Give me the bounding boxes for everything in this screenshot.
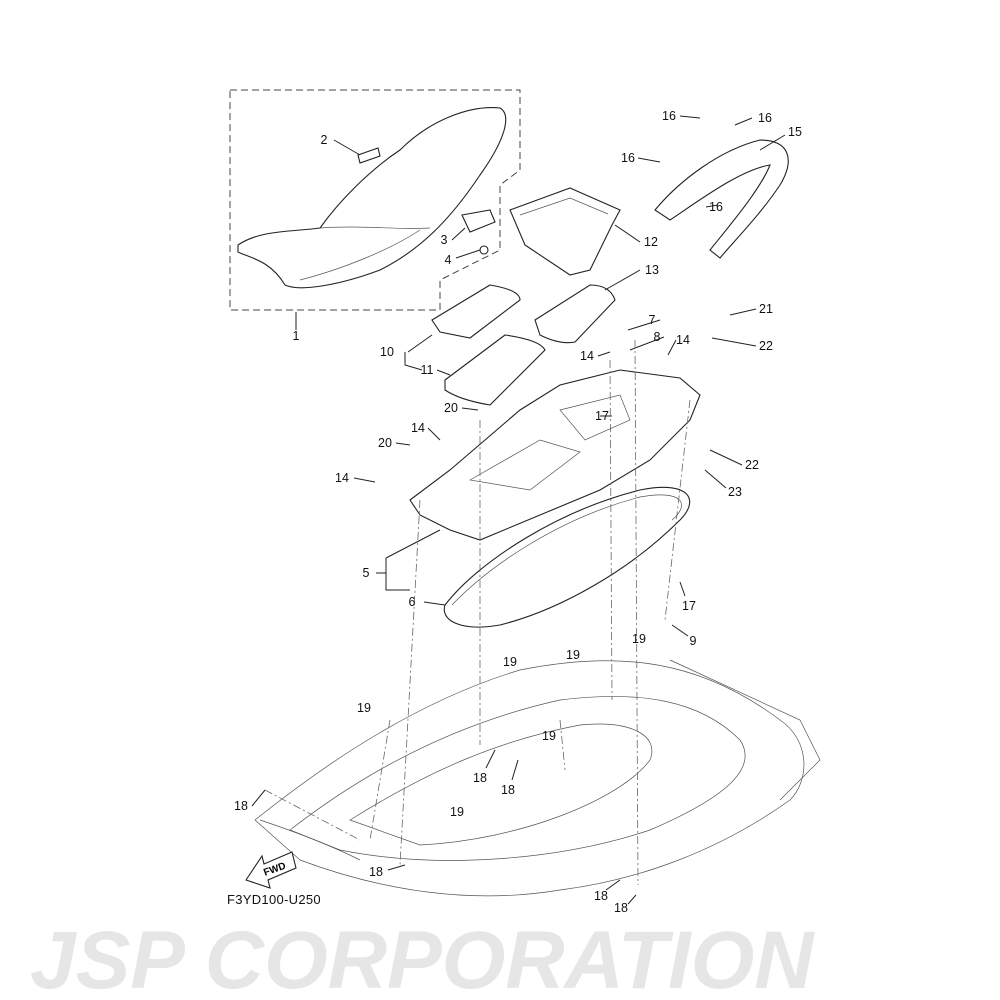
callout-20: 20 [378,436,392,450]
callout-18: 18 [501,783,515,797]
seat-assembly-box [229,89,521,311]
callout-21: 21 [759,302,773,316]
callout-22: 22 [745,458,759,472]
callout-20: 20 [444,401,458,415]
callout-14: 14 [411,421,425,435]
callout-14: 14 [580,349,594,363]
callout-13: 13 [645,263,659,277]
storage-gasket [534,284,616,344]
hull-outline [254,659,821,897]
storage-box [509,187,621,276]
figure-code: F3YD100-U250 [227,892,321,907]
watermark: JSP CORPORATION [30,915,815,1000]
callout-19: 19 [450,805,464,819]
callout-14: 14 [676,333,690,347]
callout-22: 22 [759,339,773,353]
callout-3: 3 [441,233,448,247]
callout-19: 19 [503,655,517,669]
callout-4: 4 [445,253,452,267]
callout-19: 19 [357,701,371,715]
callout-5: 5 [363,566,370,580]
callout-15: 15 [788,125,802,139]
seat [237,107,507,289]
deck-gasket [443,486,691,628]
callout-16: 16 [621,151,635,165]
leader-lines [251,115,786,905]
callout-18: 18 [234,799,248,813]
seat-bracket [461,209,496,233]
callout-7: 7 [649,313,656,327]
tray-gasket [444,334,546,406]
fwd-arrow: FWD [245,851,297,889]
callout-11: 11 [421,363,434,377]
callout-18: 18 [594,889,608,903]
callout-9: 9 [690,634,697,648]
callout-19: 19 [566,648,580,662]
callout-17: 17 [682,599,696,613]
callout-17: 17 [595,409,609,423]
callout-8: 8 [654,330,661,344]
callout-1: 1 [293,329,300,343]
deck [409,369,701,541]
callout-6: 6 [409,595,416,609]
watermark-text: JSP CORPORATION [30,915,815,1000]
callout-19: 19 [542,729,556,743]
seat-strap [357,147,381,164]
callout-23: 23 [728,485,742,499]
callout-18: 18 [473,771,487,785]
callout-2: 2 [321,133,328,147]
callout-14: 14 [335,471,349,485]
callout-16: 16 [662,109,676,123]
callout-18: 18 [614,901,628,915]
callout-10: 10 [380,345,394,359]
callout-16: 16 [758,111,772,125]
callout-12: 12 [644,235,658,249]
grab-handle [654,139,789,259]
seat-bolt [479,245,489,255]
callout-16: 16 [709,200,723,214]
tray [431,284,521,339]
callout-18: 18 [369,865,383,879]
callout-19: 19 [632,632,646,646]
